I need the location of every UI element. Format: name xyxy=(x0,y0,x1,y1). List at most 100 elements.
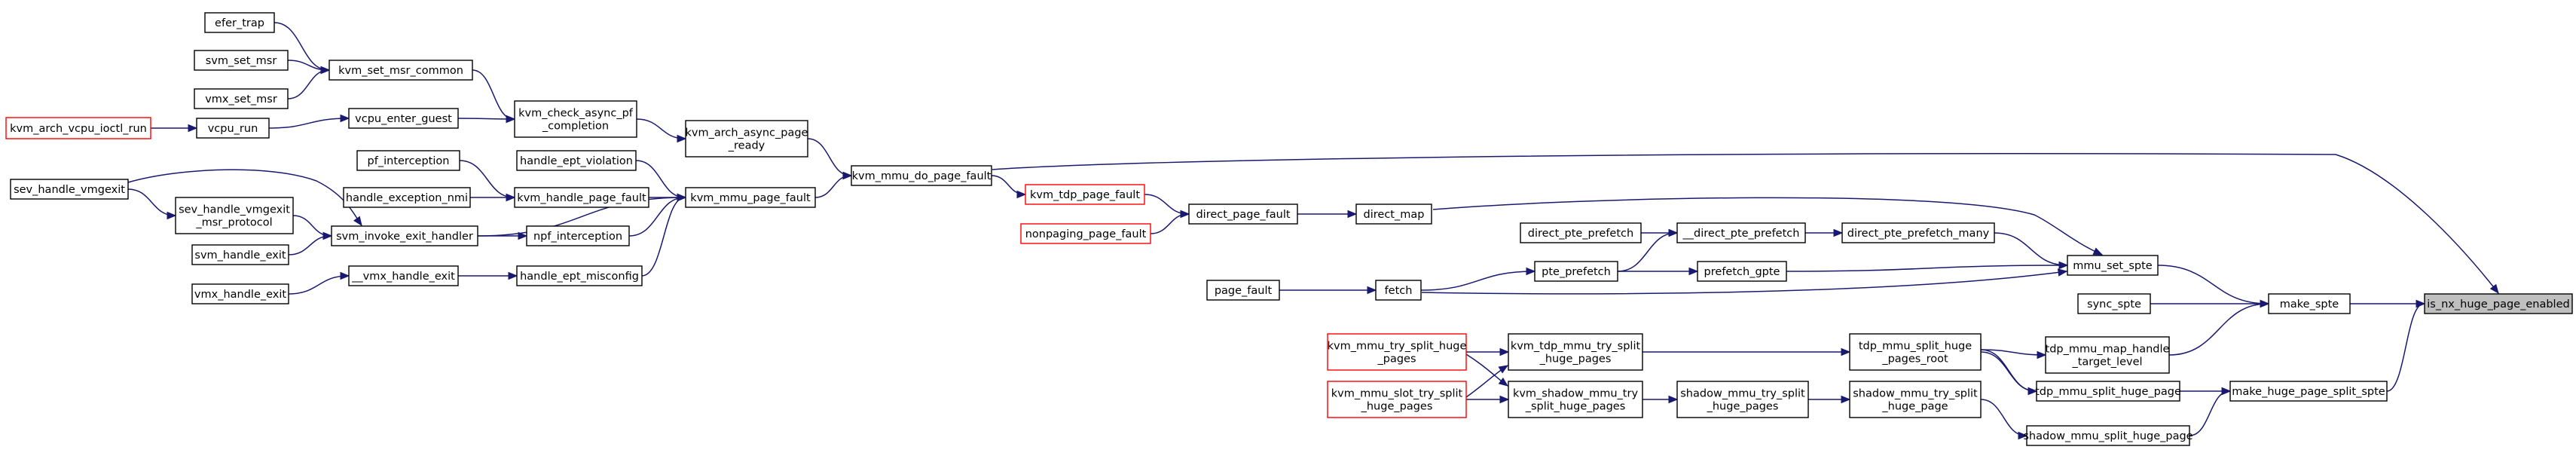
node-direct-pte-prefetch-many[interactable]: direct_pte_prefetch_many xyxy=(1841,222,1995,243)
node-svm-set-msr[interactable]: svm_set_msr xyxy=(194,50,289,71)
call-edge-shadow_mmu_split_huge_page-to-make_huge_page_split_spte xyxy=(2189,387,2232,436)
node-direct-map[interactable]: direct_map xyxy=(1355,203,1432,225)
call-edge-__vmx_handle_exit-to-handle_ept_misconfig xyxy=(458,271,518,280)
node-is-nx-huge-page-enabled[interactable]: is_nx_huge_page_enabled xyxy=(2424,293,2573,314)
node-sev-handle-vmgexit-msr-protocol[interactable]: sev_handle_vmgexit_msr_protocol xyxy=(175,197,294,234)
node-fetch[interactable]: fetch xyxy=(1375,280,1422,301)
node-box xyxy=(2077,293,2151,314)
node-layer: efer_trap svm_set_msr vmx_set_msr kvm_set_m… xyxy=(5,12,2573,446)
call-edge-kvm_mmu_page_fault-to-kvm_mmu_do_page_fault xyxy=(814,171,853,198)
edge-arrowhead xyxy=(322,231,333,240)
node-vcpu-run[interactable]: vcpu_run xyxy=(196,118,270,139)
node-box xyxy=(1849,333,1982,371)
node-shadow-mmu-try-split-huge-page[interactable]: shadow_mmu_try_split_huge_page xyxy=(1849,381,1982,418)
node-kvm-mmu-slot-try-split-huge-pages[interactable]: kvm_mmu_slot_try_split_huge_pages xyxy=(1327,381,1467,418)
node-box xyxy=(516,150,637,171)
node-sev-handle-vmgexit[interactable]: sev_handle_vmgexit xyxy=(10,179,129,200)
node-page-fault[interactable]: page_fault xyxy=(1206,280,1280,301)
node-handle-ept-misconfig[interactable]: handle_ept_misconfig xyxy=(516,265,643,286)
node-tdp-mmu-split-huge-pages-root[interactable]: tdp_mmu_split_huge_pages_root xyxy=(1849,333,1982,371)
node-pte-prefetch[interactable]: pte_prefetch xyxy=(1534,261,1618,282)
node-label: sev_handle_vmgexit xyxy=(14,184,125,196)
edge-line xyxy=(991,175,1025,195)
call-edge-fetch-to-mmu_set_spte xyxy=(1421,268,2068,295)
node-kvm-arch-vcpu-ioctl-run[interactable]: kvm_arch_vcpu_ioctl_run xyxy=(5,117,151,139)
call-edge-kvm_mmu_slot_try_split_huge_pages-to-kvm_shadow_mmu_try_split_huge_pages xyxy=(1465,395,1510,404)
node-box xyxy=(514,100,637,138)
call-edge-tdp_mmu_map_handle_target_level-to-make_spte xyxy=(2168,299,2270,356)
edge-line xyxy=(127,188,176,216)
node-kvm-set-msr-common[interactable]: kvm_set_msr_common xyxy=(328,60,473,81)
call-edge-vcpu_run-to-vcpu_enter_guest xyxy=(268,114,350,129)
node-handle-ept-violation[interactable]: handle_ept_violation xyxy=(516,150,637,171)
node-svm-handle-exit[interactable]: svm_handle_exit xyxy=(191,244,289,265)
node-sync-spte[interactable]: sync_spte xyxy=(2077,293,2151,314)
node-prefetch-gpte[interactable]: prefetch_gpte xyxy=(1697,261,1787,282)
node-label: make_spte xyxy=(2280,298,2339,311)
edge-line xyxy=(1617,232,1677,272)
node-tdp-mmu-map-handle-target-level[interactable]: tdp_mmu_map_handle_target_level xyxy=(2045,336,2170,374)
edge-arrowhead xyxy=(2092,247,2104,255)
node-kvm-shadow-mmu-try-split-huge-pages[interactable]: kvm_shadow_mmu_try_split_huge_pages xyxy=(1508,381,1643,418)
node-efer-trap[interactable]: efer_trap xyxy=(204,12,275,33)
node-box xyxy=(851,165,992,186)
node-label: kvm_check_async_pf xyxy=(518,108,634,120)
node-tdp-mmu-split-huge-page[interactable]: tdp_mmu_split_huge_page xyxy=(2035,381,2181,402)
edge-arrowhead xyxy=(1841,395,1851,404)
node-label: kvm_handle_page_fault xyxy=(517,192,646,204)
node-nonpaging-page-fault[interactable]: nonpaging_page_fault xyxy=(1020,223,1151,244)
node-label: _pages_root xyxy=(1881,353,1948,366)
node-shadow-mmu-split-huge-page[interactable]: shadow_mmu_split_huge_page xyxy=(2023,425,2193,446)
node-mmu-set-spte[interactable]: mmu_set_spte xyxy=(2067,255,2159,276)
edge-line xyxy=(814,175,851,198)
edge-line xyxy=(127,169,362,226)
node-direct-pte-prefetch[interactable]: direct_pte_prefetch xyxy=(1520,222,1642,243)
node-handle-exception-nmi[interactable]: handle_exception_nmi xyxy=(343,187,471,208)
node-kvm-tdp-page-fault[interactable]: kvm_tdp_page_fault xyxy=(1025,184,1145,205)
call-edge-vcpu_enter_guest-to-kvm_check_async_pf_completion xyxy=(457,115,516,124)
node-label: efer_trap xyxy=(215,17,264,29)
call-edge-vmx_handle_exit-to-__vmx_handle_exit xyxy=(288,271,350,295)
node-label: _target_level xyxy=(2071,356,2142,369)
node-kvm-arch-async-page-ready[interactable]: kvm_arch_async_page_ready xyxy=(685,120,808,158)
node-vmx-handle-exit[interactable]: __vmx_handle_exit xyxy=(348,265,459,286)
node-svm-invoke-exit-handler[interactable]: svm_invoke_exit_handler xyxy=(331,225,478,246)
node-box xyxy=(331,225,478,246)
edge-arrowhead xyxy=(518,231,528,240)
node-make-spte[interactable]: make_spte xyxy=(2268,293,2351,314)
node-kvm-check-async-pf-completion[interactable]: kvm_check_async_pf_completion xyxy=(514,100,637,138)
node-kvm-tdp-mmu-try-split-huge-pages[interactable]: kvm_tdp_mmu_try_split_huge_pages xyxy=(1508,333,1643,371)
node-vmx-set-msr[interactable]: vmx_set_msr xyxy=(194,88,289,109)
node-box xyxy=(191,283,289,304)
node-direct-pte-prefetch[interactable]: __direct_pte_prefetch xyxy=(1676,222,1806,243)
edge-arrowhead xyxy=(506,115,516,124)
node-vcpu-enter-guest[interactable]: vcpu_enter_guest xyxy=(348,108,459,129)
node-npf-interception[interactable]: npf_interception xyxy=(526,225,630,246)
node-shadow-mmu-try-split-huge-pages[interactable]: shadow_mmu_try_split_huge_pages xyxy=(1676,381,1809,418)
node-make-huge-page-split-spte[interactable]: make_huge_page_split_spte xyxy=(2229,381,2388,402)
node-label: __vmx_handle_exit xyxy=(351,271,455,283)
node-box xyxy=(1534,261,1618,282)
edge-arrowhead xyxy=(677,134,687,143)
node-box xyxy=(343,187,471,208)
edge-arrowhead xyxy=(1841,347,1851,356)
node-vmx-handle-exit[interactable]: vmx_handle_exit xyxy=(191,283,289,304)
node-kvm-mmu-try-split-huge-pages[interactable]: kvm_mmu_try_split_huge_pages xyxy=(1327,333,1467,371)
edge-arrowhead xyxy=(1668,395,1679,404)
node-pf-interception[interactable]: pf_interception xyxy=(356,150,460,171)
node-kvm-handle-page-fault[interactable]: kvm_handle_page_fault xyxy=(514,187,649,208)
node-label: vmx_handle_exit xyxy=(194,289,286,301)
node-label: prefetch_gpte xyxy=(1704,266,1780,278)
node-box xyxy=(2268,293,2351,314)
node-label: _huge_page xyxy=(1881,401,1948,413)
node-kvm-mmu-page-fault[interactable]: kvm_mmu_page_fault xyxy=(685,187,816,208)
node-label: tdp_mmu_split_huge xyxy=(1859,341,1972,353)
node-label: kvm_mmu_slot_try_split xyxy=(1331,388,1463,400)
edge-line xyxy=(457,118,515,120)
node-label: kvm_mmu_page_fault xyxy=(690,192,811,204)
node-direct-page-fault[interactable]: direct_page_fault xyxy=(1188,203,1298,225)
node-box xyxy=(685,120,808,158)
edge-line xyxy=(1980,399,2027,436)
node-kvm-mmu-do-page-fault[interactable]: kvm_mmu_do_page_fault xyxy=(851,165,992,186)
